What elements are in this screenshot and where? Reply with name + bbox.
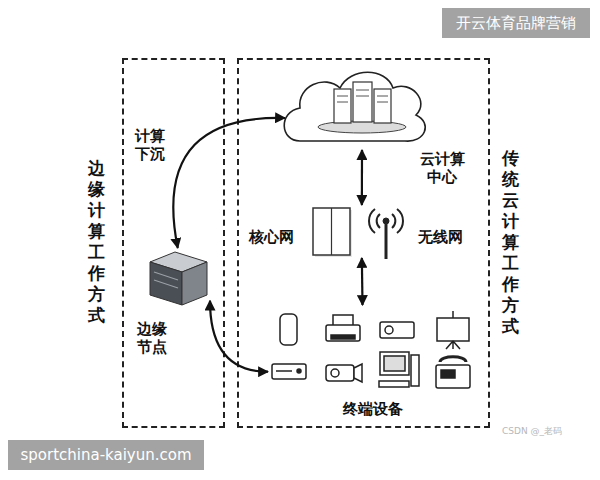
watermark: CSDN @_老码 [502,426,592,437]
monitor-screen [384,356,405,371]
node-label: 核心网 [249,228,309,246]
pc-tower [411,355,419,386]
camcorder-icon [326,365,354,381]
node-label: 边缘节点 [137,320,169,356]
core-network: 核心网 [245,205,368,258]
signal-arc [392,214,395,228]
edge-computing-group: 边缘计算工作方式边缘节点 [122,58,225,428]
group-title: 边缘计算工作方式 [87,158,105,326]
node-label: 云计算中心 [418,150,466,186]
keyboard-icon [379,381,409,387]
camcorder-lens [354,364,362,382]
server-rack [334,89,351,123]
phone-icon [280,314,297,345]
signal-arc [377,214,380,228]
node-label: 终端设备 [268,400,478,418]
dvd-icon [272,364,306,379]
projector-icon [380,322,414,338]
group-title: 传统云计算工作方式 [501,148,519,337]
server-slots [337,90,388,102]
printer-icon [326,325,360,341]
cabinet-door [331,208,332,255]
server-rack [353,82,372,122]
edge-server-icon [150,252,207,305]
printer-slot [331,335,355,339]
terminal-devices: 终端设备 [268,305,478,420]
double-arrow [361,258,364,305]
projector-lens [385,326,393,334]
server-rack [374,89,391,123]
node-label: 无线网 [418,228,470,246]
antenna-tip [383,218,389,224]
cloud-center: 云计算中心 [285,70,460,150]
server-base [318,121,406,133]
cabinet-body [313,208,350,255]
double-arrow [361,150,363,205]
monitor-icon [380,352,409,375]
screen-tripod [446,341,460,349]
edge-label: 计算下沉 [135,127,167,163]
watermark: 开云体育品牌营销 [442,8,590,38]
curved-double-arrow [210,301,268,372]
dvd-slot [276,370,292,372]
signal-arc [369,209,375,233]
camcorder-reel [331,369,339,377]
fax-panel [441,370,455,378]
screen-icon [437,318,469,341]
edge-node: 边缘节点 [135,248,210,365]
server-side [182,262,207,305]
core-network-icon [313,208,352,257]
terminal-icons [272,311,470,388]
cloud-outline [284,72,425,141]
dvd-button [297,369,301,373]
server-slots [154,272,178,288]
antenna-pole [385,224,388,259]
wireless-network: 无线网 [372,203,470,260]
signal-arc [397,209,403,233]
server-front [150,262,182,305]
cloud-computing-group: 传统云计算工作方式云计算中心核心网无线网终端设备 [237,58,490,428]
fax-icon [436,365,470,388]
fax-handset [440,357,466,362]
antenna-icon [369,209,403,259]
screen-stand [452,311,454,318]
watermark: sportchina-kaiyun.com [8,440,204,470]
cloud-icon [284,72,425,141]
